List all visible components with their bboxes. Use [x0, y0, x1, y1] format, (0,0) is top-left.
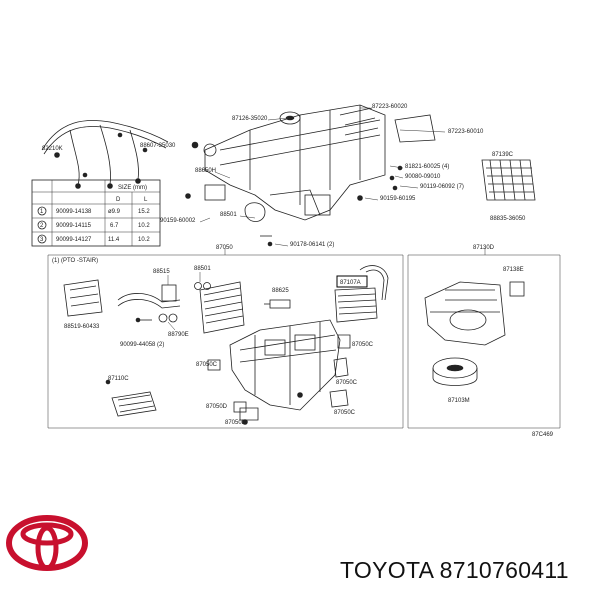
label-88501-lower: 88501: [194, 266, 211, 272]
label-87223a: 87223-60020: [372, 104, 408, 110]
label-87107A: 87107A: [340, 280, 361, 286]
spec-row2-l: 10.2: [138, 223, 150, 229]
label-88625: 88625: [272, 288, 289, 294]
size-spec-table: [31, 179, 161, 247]
filter-88519: [63, 279, 103, 317]
label-87138E: 87138E: [503, 267, 524, 273]
label-87050C-3: 87050C: [336, 380, 358, 386]
wire-harness: [41, 120, 169, 189]
label-87126: 87126-35020: [232, 116, 268, 122]
spec-row2-num: 2: [40, 223, 44, 229]
label-88650H: 88650H: [195, 168, 216, 174]
label-90159-60002: 90159-60002: [160, 218, 196, 224]
label-90119: 90119-06092 (7): [420, 184, 464, 190]
label-90159-60195: 90159-60195: [380, 196, 416, 202]
spec-row3-num: 3: [40, 237, 44, 243]
label-81821: 81821-60025 (4): [405, 164, 449, 170]
label-88501-top: 88501: [220, 212, 237, 218]
label-87050D-2: 87050D: [225, 420, 247, 426]
pipe-88515: [117, 284, 181, 323]
label-87139C: 87139C: [492, 152, 514, 158]
label-82210K: 82210K: [42, 146, 63, 152]
label-88519: 88519-60433: [64, 324, 100, 330]
blower-housing: [424, 281, 525, 346]
damper-87110C: [105, 379, 157, 417]
label-88835: 88835-36050: [490, 216, 526, 222]
label-87050C-2: 87050C: [352, 342, 374, 348]
spec-row1-num: 1: [40, 209, 44, 215]
spec-row3-d: 11.4: [108, 237, 120, 243]
part-88625: [264, 299, 291, 309]
small-parts-upper: [185, 165, 403, 247]
label-87050C-4: 87050C: [334, 410, 356, 416]
spec-row2-part: 90099-14115: [56, 223, 92, 229]
label-88607: 88607-35030: [140, 143, 176, 149]
label-87103M: 87103M: [448, 398, 470, 404]
group-subheader: (1) (PTO -STAIR): [52, 258, 98, 264]
spec-row3-part: 90099-14127: [56, 237, 92, 243]
label-87110C: 87110C: [108, 376, 129, 382]
toyota-logo: [6, 515, 88, 571]
hvac-upper-assembly: [191, 104, 436, 221]
spec-row1-part: 90099-14138: [56, 209, 92, 215]
spec-header-l: L: [144, 197, 148, 203]
spec-row1-d: ø9.9: [108, 209, 121, 215]
spec-row1-l: 15.2: [138, 209, 150, 215]
label-90099: 90099-44058 (2): [120, 342, 164, 348]
label-88515: 88515: [153, 269, 170, 275]
parts-87050C: [207, 334, 351, 413]
label-87223b: 87223-60010: [448, 129, 484, 135]
label-87050C-1: 87050C: [196, 362, 218, 368]
label-87C469: 87C469: [532, 432, 554, 438]
spec-header-d: D: [116, 197, 121, 203]
heater-core-87107A: [334, 265, 389, 323]
label-90080: 90080-09010: [405, 174, 441, 180]
label-90178: 90178-06141 (2): [290, 242, 334, 248]
label-87050D-1: 87050D: [206, 404, 228, 410]
spec-row2-d: 6.7: [110, 223, 119, 229]
blower-motor-87103M: [432, 357, 478, 386]
label-88790E: 88790E: [168, 332, 189, 338]
group-frames: [47, 248, 561, 429]
spec-header-size: SIZE (mm): [118, 185, 147, 191]
evaporator-88501: [194, 281, 245, 334]
hvac-lower-case: [229, 319, 341, 425]
label-87130D: 87130D: [473, 245, 495, 251]
spec-row3-l: 10.2: [138, 237, 150, 243]
cabin-filter-87139C: [481, 159, 536, 201]
part-number-caption: TOYOTA 8710760411: [340, 557, 569, 583]
label-87050: 87050: [216, 245, 233, 251]
